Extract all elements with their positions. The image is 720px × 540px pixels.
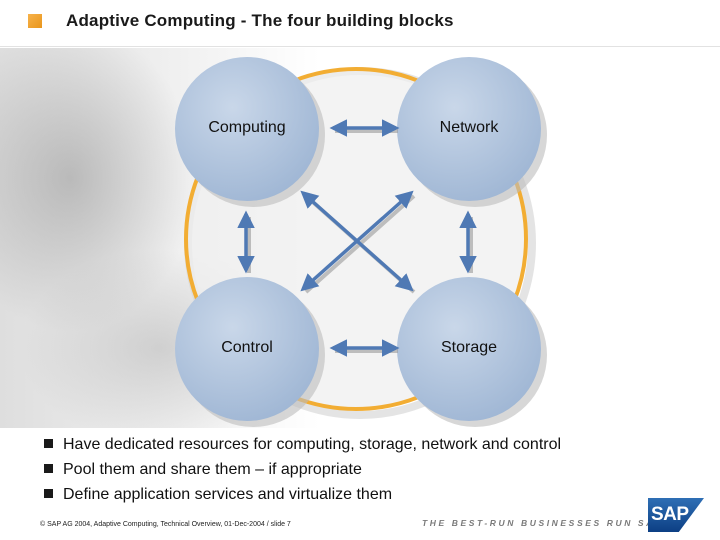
sap-logo: SAP (648, 498, 704, 532)
node-computing (175, 57, 319, 201)
arrow-network-control (300, 190, 414, 292)
bullet-item: Define application services and virtuali… (44, 484, 561, 509)
sap-tagline: THE BEST-RUN BUSINESSES RUN SAP (422, 518, 664, 528)
bullet-item: Have dedicated resources for computing, … (44, 434, 561, 459)
copyright-note: © SAP AG 2004, Adaptive Computing, Techn… (40, 521, 291, 528)
node-control (175, 277, 319, 421)
bullet-text: Have dedicated resources for computing, … (63, 436, 562, 453)
bullet-item: Pool them and share them – if appropriat… (44, 459, 561, 484)
node-label-network: Network (439, 119, 499, 136)
node-network (397, 57, 541, 201)
bullet-text: Define application services and virtuali… (63, 486, 393, 503)
node-label-computing: Computing (208, 119, 286, 136)
bullet-square-icon (44, 439, 53, 448)
slide-title: Adaptive Computing - The four building b… (66, 11, 454, 30)
node-storage (397, 277, 541, 421)
node-label-control: Control (221, 339, 273, 356)
sap-logo-text: SAP (651, 504, 689, 525)
node-label-storage: Storage (440, 339, 498, 356)
bullet-square-icon (44, 489, 53, 498)
bullet-square-icon (44, 464, 53, 473)
bullet-list: Have dedicated resources for computing, … (44, 434, 561, 509)
bullet-text: Pool them and share them – if appropriat… (63, 461, 362, 478)
slide-header: Adaptive Computing - The four building b… (0, 0, 720, 47)
header-accent-square (28, 14, 42, 28)
